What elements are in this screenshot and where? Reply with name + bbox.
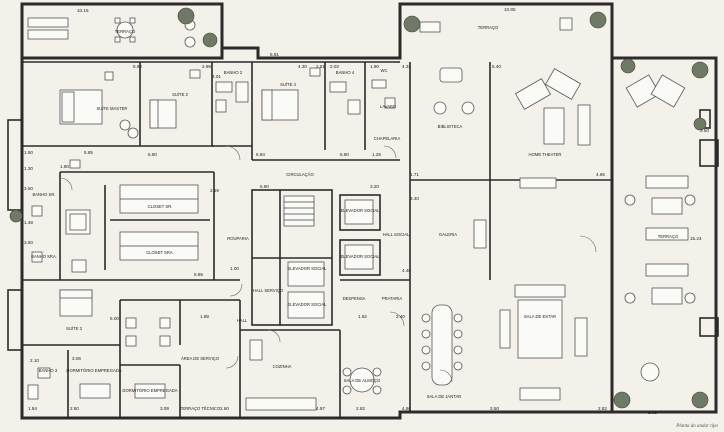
dim-label: 2.59 [210, 188, 219, 193]
dim-label: 1.30 [24, 166, 33, 171]
dim-label: 2.85 [648, 410, 657, 415]
label-dorm-empregada-2: DORMITÓRIO EMPREGADA [122, 388, 177, 393]
label-terraco-big: TERRAÇO [658, 234, 679, 239]
dim-label: 1.62 [358, 314, 367, 319]
dim-label: 10.85 [504, 7, 516, 12]
dim-label: 5.80 [148, 152, 157, 157]
label-dorm-empregada-1: DORMITÓRIO EMPREGADA [66, 368, 121, 373]
label-suite-3: SUÍTE 3 [66, 326, 82, 331]
plants [9, 7, 709, 409]
dim-label: 3.50 [490, 406, 499, 411]
dim-label: 1.80 [60, 164, 69, 169]
label-hall-servico: HALL SERVIÇO [253, 288, 284, 293]
dim-label: 4.65 [596, 172, 605, 177]
label-hall-social: HALL SOCIAL [383, 232, 411, 237]
dim-label: 3.40 [410, 196, 419, 201]
label-home-theater: HOME THEATER [529, 152, 562, 157]
dim-label: 10.15 [77, 8, 89, 13]
label-terraco-right: TERRAÇO [478, 25, 499, 30]
dim-label: 2.98 [202, 64, 211, 69]
label-suite-2: SUÍTE 2 [172, 92, 188, 97]
label-suite-4: SUÍTE 4 [280, 82, 296, 87]
label-lavabo: LAVABO [380, 104, 397, 109]
label-elevador-2: ELEVADOR SOCIAL [287, 302, 327, 307]
dimension-labels: 10.15 10.85 5.90 2.98 4.01 5.81 4.30 2.8… [24, 7, 709, 415]
dim-label: 3.50 [24, 186, 33, 191]
label-biblioteca: BIBLIOTECA [438, 124, 463, 129]
dim-label: 1.48 [24, 220, 33, 225]
outer-walls [7, 2, 719, 420]
dim-label: 1.25 [372, 152, 381, 157]
label-elevador-3: ELEVADOR SOCIAL [340, 208, 380, 213]
dim-label: 4.97 [316, 406, 325, 411]
label-terraco-tecnico: TERRAÇO TÉCNICO [180, 406, 221, 411]
dim-label: 3.20 [370, 184, 379, 189]
interior-walls [22, 61, 612, 418]
label-closet-sr: CLOSET SR. [148, 204, 173, 209]
dim-label: 4.66 [402, 406, 411, 411]
label-elevador-1: ELEVADOR SOCIAL [287, 266, 327, 271]
dim-label: 1.90 [370, 64, 379, 69]
dim-label: 5.86 [194, 272, 203, 277]
dim-label: 1.84 [28, 406, 37, 411]
label-suite-master: SUÍTE MASTER [97, 106, 128, 111]
label-banho-2: BANHO 2 [224, 70, 243, 75]
dim-label: 3.50 [700, 128, 709, 133]
dim-label: 1.71 [410, 172, 419, 177]
label-hall: HALL [237, 318, 248, 323]
label-sala-almoco: SALA DE ALMOÇO [344, 378, 381, 383]
room-labels: TERRAÇO TERRAÇO SUÍTE MASTER SUÍTE 2 BAN… [31, 25, 679, 411]
label-sala-jantar: SALA DE JANTAR [427, 394, 462, 399]
plan-caption: Planta do andar tipo [676, 424, 718, 429]
dim-label: 2.81 [316, 64, 325, 69]
dim-label: 3.09 [160, 406, 169, 411]
label-area-servico: ÁREA DE SERVIÇO [181, 356, 220, 361]
doors [59, 145, 597, 383]
dim-label: 3.06 [72, 356, 81, 361]
label-banho-4: BANHO 4 [336, 70, 355, 75]
dim-label: 5.80 [340, 152, 349, 157]
label-despensa: DESPENSA [343, 296, 366, 301]
dim-label: 2.40 [396, 314, 405, 319]
label-prataria: PRATARIA [382, 296, 403, 301]
furniture [27, 17, 696, 411]
label-circulacao: CIRCULAÇÃO [286, 172, 314, 177]
dim-label: 1.00 [230, 266, 239, 271]
label-rouparia: ROUPARIA [227, 236, 249, 241]
label-closet-sra: CLOSET SRA. [146, 250, 174, 255]
label-banho-sr: BANHO SR. [32, 192, 55, 197]
dim-label: 3.50 [24, 240, 33, 245]
dim-label: 2.82 [356, 406, 365, 411]
dim-label: 2.60 [220, 406, 229, 411]
dim-label: 5.84 [256, 152, 265, 157]
dim-label: 15.24 [690, 236, 702, 241]
dim-label: 4.40 [402, 268, 411, 273]
label-banho-sra: BANHO SRA. [31, 254, 57, 259]
dim-label: 5.00 [110, 316, 119, 321]
dim-label: 5.85 [84, 150, 93, 155]
label-sala-estar: SALA DE ESTAR [524, 314, 556, 319]
dim-label: 2.10 [30, 358, 39, 363]
label-terraco-left: TERRAÇO [115, 29, 136, 34]
dim-label: 4.30 [298, 64, 307, 69]
dim-label: 1.50 [24, 150, 33, 155]
label-galeria: GALERIA [439, 232, 457, 237]
dim-label: 2.82 [598, 406, 607, 411]
dim-label: 1.89 [200, 314, 209, 319]
dim-label: 5.80 [260, 184, 269, 189]
dim-label: 2.50 [70, 406, 79, 411]
dim-label: 4.01 [212, 74, 221, 79]
dim-label: 5.40 [492, 64, 501, 69]
dim-label: 5.90 [133, 64, 142, 69]
label-wc: WC [381, 68, 388, 73]
label-banho-3: BANHO 3 [39, 368, 58, 373]
dim-label: 5.81 [270, 52, 279, 57]
label-elevador-4: ELEVADOR SOCIAL [340, 254, 380, 259]
dim-label: 4.33 [402, 64, 411, 69]
label-cozinha: COZINHA [273, 364, 292, 369]
label-chapelaria: CHAPELARIA [374, 136, 401, 141]
dim-label: 2.02 [330, 64, 339, 69]
